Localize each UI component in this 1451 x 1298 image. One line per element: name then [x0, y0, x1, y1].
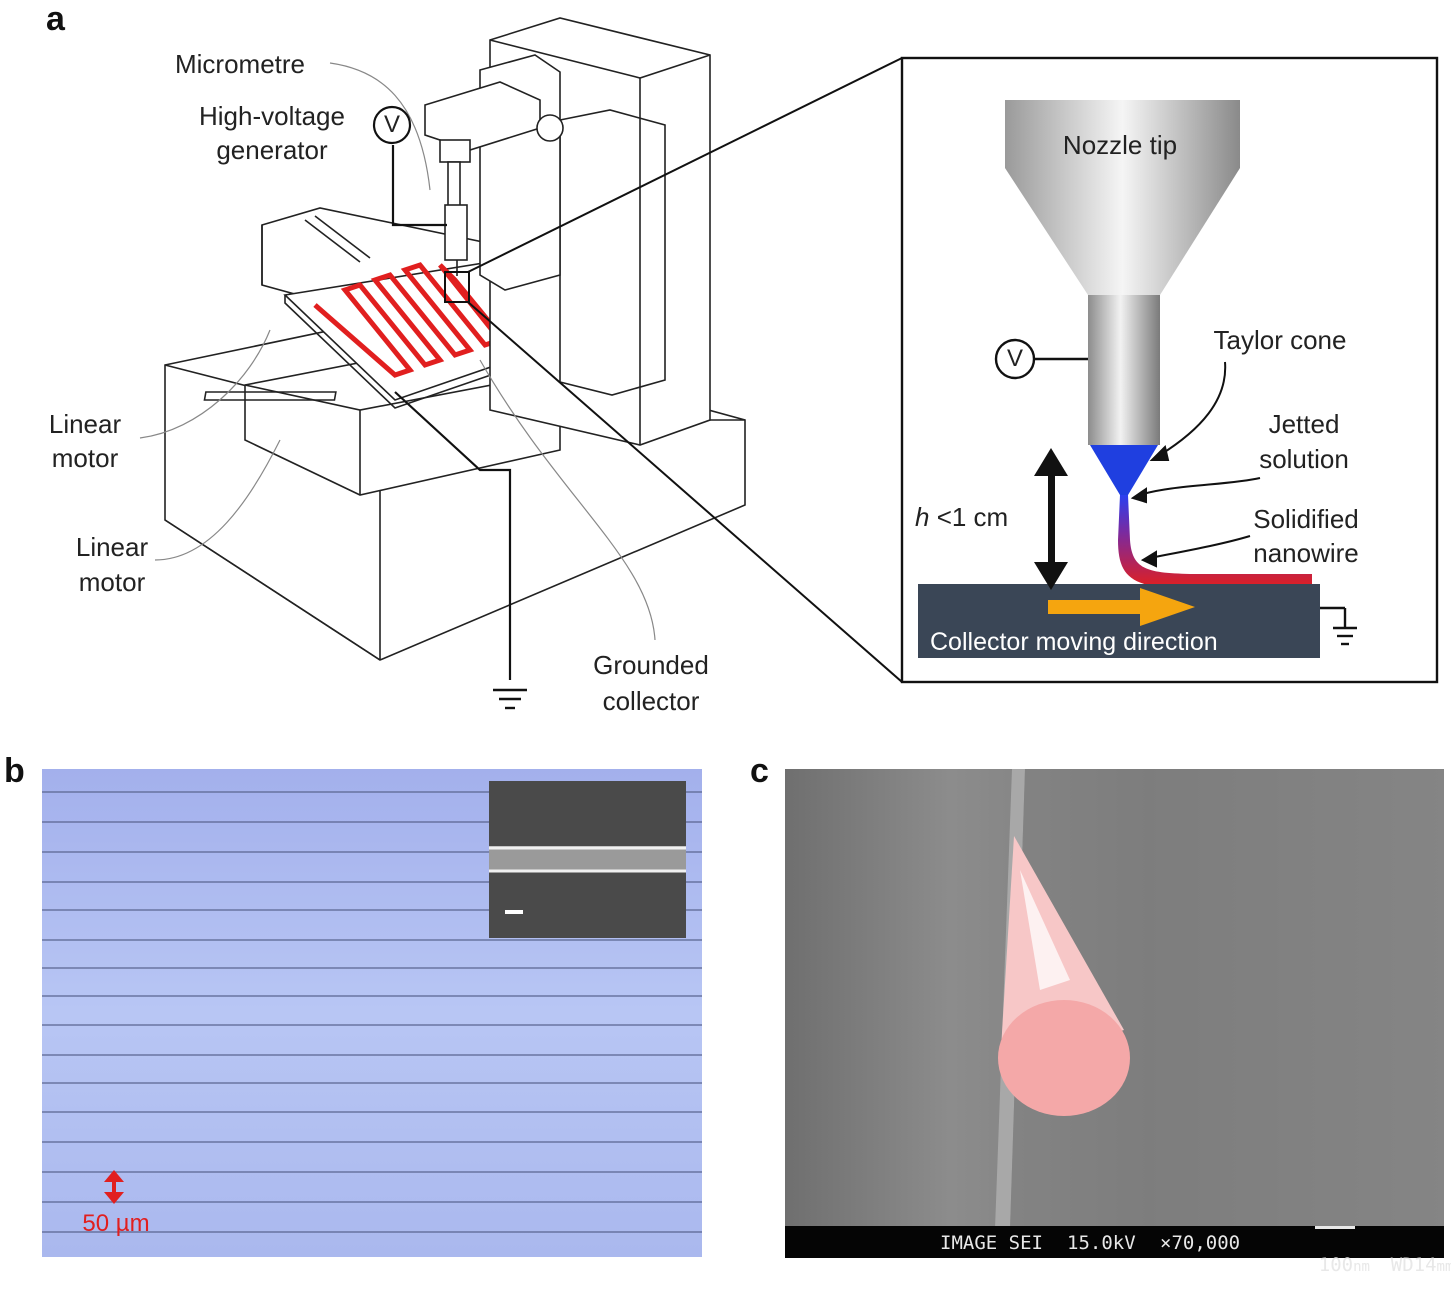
- label-hv-generator-line2: generator: [216, 135, 328, 165]
- scale-label-50um: 50 µm: [82, 1210, 150, 1237]
- voltage-source-icon: [372, 105, 412, 145]
- label-jetted-solution-1: Jetted: [1268, 409, 1340, 439]
- double-arrow-icon: [104, 1170, 124, 1204]
- voltage-source-icon: [994, 338, 1036, 380]
- label-grounded-collector-1: Grounded: [593, 650, 709, 680]
- double-arrow-icon: [1034, 448, 1068, 590]
- height-value: <1 cm: [929, 502, 1009, 532]
- sem-magnification: ×70,000: [1160, 1232, 1241, 1254]
- label-hv-generator-line1: High-voltage: [199, 101, 345, 131]
- label-jetted-solution-2: solution: [1259, 444, 1349, 474]
- panel-label-c: c: [750, 752, 769, 790]
- apparatus-drawing: [139, 17, 903, 683]
- ground-icon: [1320, 606, 1357, 646]
- sem-info-bar: IMAGE SEI 15.0kV ×70,000 100nm WD14mm: [785, 1226, 1451, 1276]
- sem-wd: WD14mm: [1345, 1232, 1451, 1298]
- sem-mode: IMAGE SEI: [940, 1232, 1043, 1254]
- label-linear-motor-2a: Linear: [75, 532, 149, 562]
- nanowire-cross-section: [998, 1000, 1130, 1116]
- taylor-cone-shape: [1090, 445, 1158, 495]
- direction-arrow-icon: [1048, 588, 1195, 626]
- label-solidified-nanowire-2: nanowire: [1253, 538, 1359, 568]
- label-linear-motor-1b: motor: [51, 443, 119, 473]
- nozzle-tip-shape: [1005, 100, 1240, 295]
- panel-label-a: a: [46, 0, 65, 38]
- figure-drawing: [42, 17, 1444, 1257]
- sem-wd-value: 14: [1413, 1254, 1437, 1276]
- label-micrometre: Micrometre: [174, 49, 305, 79]
- label-taylor-cone: Taylor cone: [1213, 325, 1347, 355]
- label-voltage-symbol: V: [383, 111, 400, 138]
- sem-wd-unit: mm: [1436, 1259, 1451, 1275]
- nozzle-tube: [1088, 295, 1160, 445]
- label-collector-direction: Collector moving direction: [930, 628, 1218, 656]
- label-solidified-nanowire-1: Solidified: [1253, 504, 1359, 534]
- label-linear-motor-1a: Linear: [48, 409, 122, 439]
- label-grounded-collector-2: collector: [602, 686, 700, 716]
- jet-shape: [1118, 495, 1312, 588]
- sem-scale-bar-icon: [1315, 1226, 1355, 1229]
- scale-bar-icon: [505, 910, 523, 914]
- label-nozzle-tip: Nozzle tip: [1062, 130, 1178, 160]
- panel-label-b: b: [4, 752, 25, 790]
- height-variable: h: [915, 502, 930, 532]
- label-height: h <1 cm: [915, 500, 1045, 534]
- sem-wd-label: WD: [1390, 1254, 1414, 1276]
- ground-icon: [493, 688, 527, 710]
- label-linear-motor-2b: motor: [78, 567, 146, 597]
- label-inset-voltage-symbol: V: [1006, 345, 1023, 372]
- sem-voltage: 15.0kV: [1067, 1232, 1136, 1254]
- collector-block: [918, 584, 1320, 658]
